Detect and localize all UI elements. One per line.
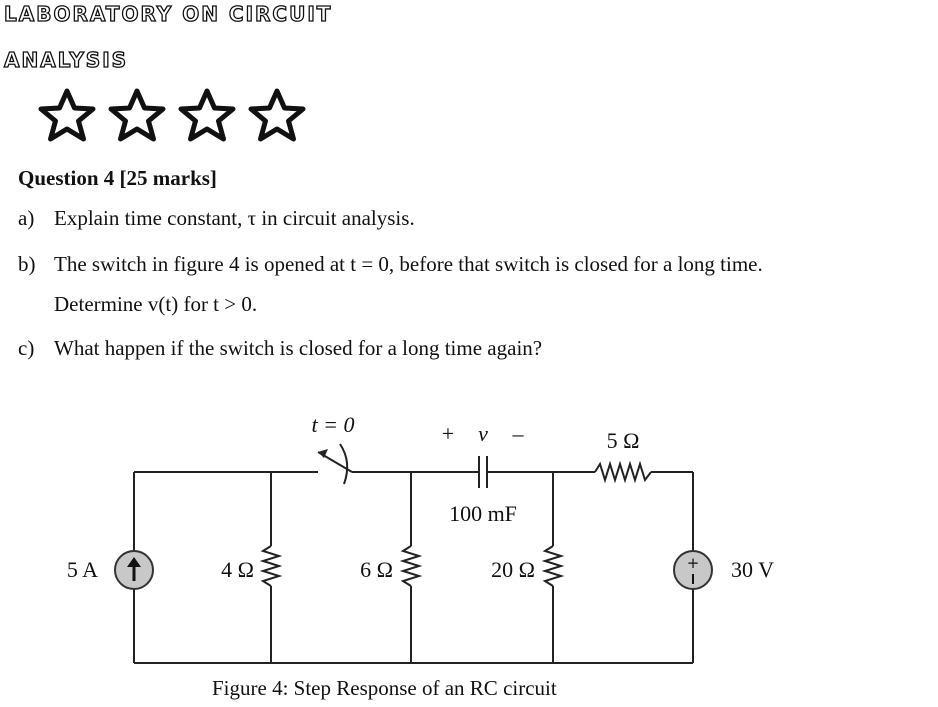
star-rating — [36, 88, 308, 142]
switch-label: t = 0 — [312, 412, 355, 437]
capacitor-label: 100 mF — [449, 501, 517, 526]
document-title-line-2: ANALYSIS — [3, 47, 129, 72]
resistor-r1 — [259, 545, 283, 587]
switch-arrow-head — [318, 449, 328, 458]
resistor-r4 — [594, 460, 652, 484]
voltage-source-label: 30 V — [731, 557, 774, 582]
star-icon — [176, 88, 238, 142]
current-arrowhead-icon — [127, 557, 141, 567]
item-text: Explain time constant, τ in circuit anal… — [54, 206, 415, 230]
resistor-r2 — [399, 545, 423, 587]
item-letter: a) — [18, 206, 35, 230]
question-heading: Question 4 [25 marks] — [18, 166, 217, 190]
item-letter: b) — [18, 252, 36, 276]
r3-label: 20 Ω — [491, 557, 535, 582]
r2-label: 6 Ω — [360, 557, 393, 582]
voltage-variable-label: v — [478, 421, 488, 446]
question-item-a: a) Explain time constant, τ in circuit an… — [18, 206, 415, 231]
r1-label: 4 Ω — [221, 557, 254, 582]
voltage-plus-label: + — [442, 421, 454, 446]
question-item-c: c) What happen if the switch is closed fo… — [18, 336, 542, 361]
voltage-source-plus-glyph: + — [687, 554, 700, 572]
star-icon — [246, 88, 308, 142]
item-text: What happen if the switch is closed for … — [54, 336, 543, 360]
star-icon — [106, 88, 168, 142]
switch-arrow-arc — [339, 443, 349, 485]
voltage-minus-label: – — [512, 421, 525, 446]
figure-caption: Figure 4: Step Response of an RC circuit — [212, 676, 557, 700]
document-title-line-1: LABORATORY ON CIRCUIT — [3, 1, 333, 26]
item-letter: c) — [18, 336, 35, 360]
r4-label: 5 Ω — [607, 428, 640, 453]
voltage-source-symbol — [673, 550, 713, 590]
question-item-b-continuation: Determine v(t) for t > 0. — [54, 292, 258, 316]
question-item-b: b) The switch in figure 4 is opened at t … — [18, 252, 763, 277]
item-text: The switch in figure 4 is opened at t = … — [54, 252, 763, 276]
resistor-r3 — [541, 545, 565, 587]
current-source-label: 5 A — [67, 557, 98, 582]
star-icon — [36, 88, 98, 142]
